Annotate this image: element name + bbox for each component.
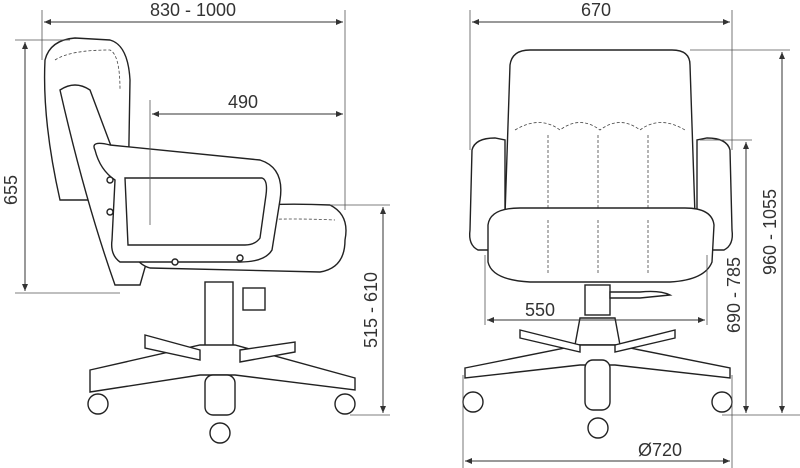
armrest-height-label: 690 - 785 [724, 257, 744, 333]
front-seat [487, 207, 715, 283]
side-tilt-knob [242, 287, 266, 311]
overall-depth-label: 830 - 1000 [150, 0, 236, 20]
seat-height-label: 515 - 610 [361, 272, 381, 348]
back-height-label: 655 [1, 175, 21, 205]
seat-width-label: 550 [525, 300, 555, 320]
dimension-lines [15, 10, 800, 468]
front-view-chair [462, 49, 734, 439]
front-lever [609, 290, 673, 299]
front-gas-lift [584, 284, 611, 316]
side-armrest-inner [124, 177, 268, 246]
front-backrest [504, 49, 696, 216]
side-base [89, 344, 356, 393]
base-diameter-label: Ø720 [638, 440, 682, 460]
overall-height-label: 960 - 1055 [760, 189, 780, 275]
seat-depth-label: 490 [228, 92, 258, 112]
overall-width-label: 670 [581, 0, 611, 20]
side-view-chair [43, 37, 356, 444]
